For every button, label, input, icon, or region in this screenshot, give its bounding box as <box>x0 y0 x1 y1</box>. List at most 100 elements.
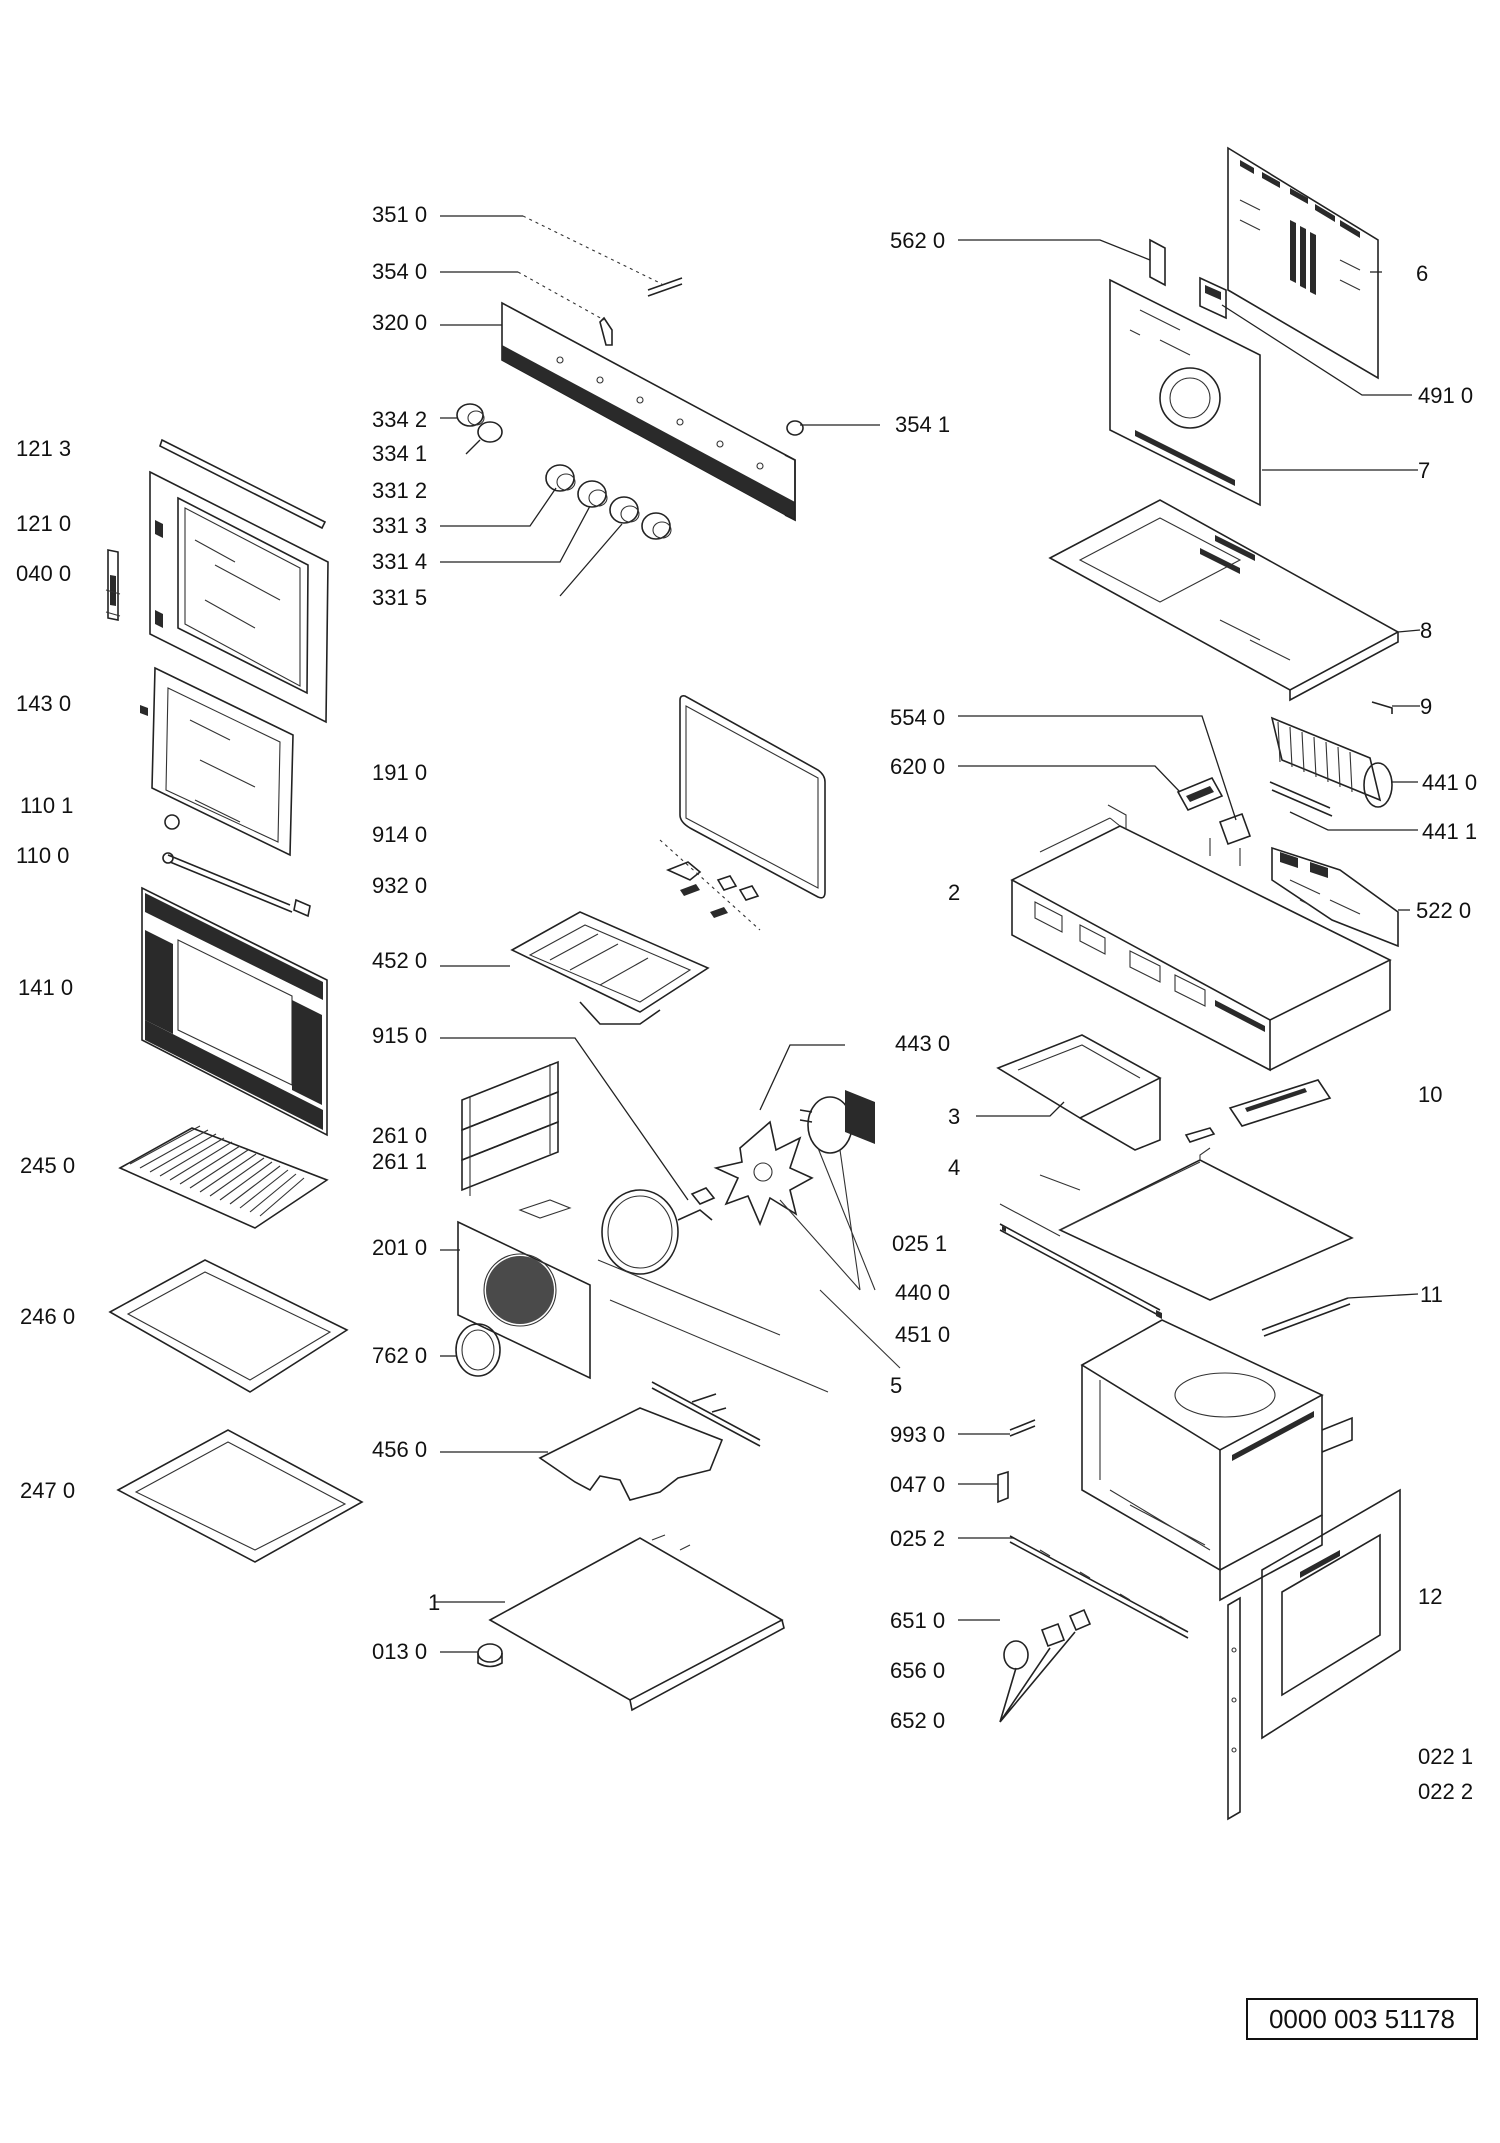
label-1430: 143 0 <box>16 691 72 716</box>
door-handle-bracket <box>105 549 121 621</box>
label-8: 8 <box>1420 618 1433 643</box>
label-3315: 331 5 <box>372 585 428 610</box>
screw-9930 <box>1009 1419 1036 1437</box>
label-2450: 245 0 <box>20 1153 76 1178</box>
label-10: 10 <box>1418 1082 1443 1107</box>
screw-3540 <box>599 316 613 346</box>
label-6560: 656 0 <box>890 1658 946 1683</box>
shelf-3 <box>996 1034 1162 1151</box>
label-12: 12 <box>1418 1584 1443 1609</box>
label-0222: 022 2 <box>1418 1779 1474 1804</box>
label-9140: 914 0 <box>372 822 428 847</box>
fan-motor-4510 <box>799 1090 875 1154</box>
side-rack-2610 <box>461 1060 559 1196</box>
hinge-rod-1100 <box>162 852 311 918</box>
foot-0130 <box>477 1643 503 1668</box>
oven-cavity-12 <box>1080 1319 1353 1602</box>
label-0400: 040 0 <box>16 561 72 586</box>
bracket-5620 <box>1149 238 1166 287</box>
label-6520: 652 0 <box>890 1708 946 1733</box>
label-9150: 915 0 <box>372 1023 428 1048</box>
label-5540: 554 0 <box>890 705 946 730</box>
label-4: 4 <box>948 1155 961 1180</box>
inner-glass-panel <box>140 666 294 857</box>
label-1100: 110 0 <box>16 843 70 868</box>
label-6510: 651 0 <box>890 1608 946 1633</box>
rail-0252 <box>1009 1535 1189 1639</box>
label-3200: 320 0 <box>372 310 428 335</box>
label-6200: 620 0 <box>890 754 946 779</box>
rod-11 <box>1261 1297 1351 1337</box>
label-2010: 201 0 <box>372 1235 428 1260</box>
label-0251: 025 1 <box>892 1231 948 1256</box>
relay-5540 <box>1209 812 1252 866</box>
label-0130: 013 0 <box>372 1639 428 1664</box>
door-outer-frame <box>149 470 329 724</box>
label-3341: 334 1 <box>372 441 428 466</box>
label-4560: 456 0 <box>372 1437 428 1462</box>
label-9930: 993 0 <box>890 1422 946 1447</box>
label-9320: 932 0 <box>372 873 428 898</box>
baking-tray-246 <box>108 1259 349 1393</box>
back-cover-6 <box>1227 146 1379 380</box>
label-4910: 491 0 <box>1418 383 1474 408</box>
label-5220: 522 0 <box>1416 898 1472 923</box>
top-cover-8 <box>1048 499 1400 702</box>
knob-3341 <box>477 421 503 443</box>
label-0470: 047 0 <box>890 1472 946 1497</box>
label-7620: 762 0 <box>372 1343 428 1368</box>
door-outer-glass-141 <box>141 886 328 1137</box>
motor-block-5220 <box>1271 846 1399 948</box>
label-3510: 351 0 <box>372 202 428 227</box>
fan-cover-7620 <box>455 1323 501 1377</box>
label-11: 11 <box>1420 1282 1443 1307</box>
label-3342: 334 2 <box>372 407 428 432</box>
base-tray-2 <box>1010 804 1392 1072</box>
knob-3342 <box>456 403 485 427</box>
label-1410: 141 0 <box>18 975 74 1000</box>
label-3312: 331 2 <box>372 478 428 503</box>
label-3: 3 <box>948 1104 961 1129</box>
door-frame-0222 <box>1261 1488 1401 1740</box>
back-panel-7 <box>1109 278 1261 507</box>
hinges-651-656 <box>999 1608 1092 1723</box>
floor-panel-1 <box>488 1534 785 1712</box>
switch-6200 <box>1176 776 1224 812</box>
label-2470: 247 0 <box>20 1478 76 1503</box>
baking-tray-247 <box>116 1429 364 1563</box>
label-1: 1 <box>428 1590 441 1615</box>
grill-element-4520 <box>510 911 710 1025</box>
label-4410: 441 0 <box>1422 770 1478 795</box>
door-top-strip <box>159 438 327 530</box>
label-1213: 121 3 <box>16 436 72 461</box>
small-parts-914-932 <box>659 839 761 931</box>
knob-row-331 <box>545 464 672 540</box>
rod-4411 <box>1269 781 1333 817</box>
label-1210: 121 0 <box>16 511 72 536</box>
label-1910: 191 0 <box>372 760 428 785</box>
fan-blade-4430 <box>713 1120 814 1227</box>
label-2460: 246 0 <box>20 1304 76 1329</box>
control-panel-3200 <box>501 301 796 522</box>
circuit-board-10 <box>1228 1079 1332 1127</box>
side-strip-0221 <box>1227 1596 1241 1821</box>
hinge-part-1101 <box>164 814 180 830</box>
label-9: 9 <box>1420 694 1433 719</box>
oven-seal-1910 <box>679 695 826 899</box>
screw-9 <box>1371 701 1393 714</box>
connector-4910 <box>1199 276 1227 320</box>
screw-3510 <box>647 277 683 297</box>
label-3313: 331 3 <box>372 513 428 538</box>
label-2611: 261 1 <box>372 1149 428 1174</box>
heating-element-4560 <box>538 1381 761 1501</box>
label-1101: 110 1 <box>20 793 74 818</box>
label-4510: 451 0 <box>895 1322 951 1347</box>
rail-0251 <box>999 1223 1162 1319</box>
label-5: 5 <box>890 1373 903 1398</box>
label-4520: 452 0 <box>372 948 428 973</box>
label-5620: 562 0 <box>890 228 946 253</box>
label-4430: 443 0 <box>895 1031 951 1056</box>
label-3541: 354 1 <box>895 412 951 437</box>
label-4411: 441 1 <box>1422 819 1478 844</box>
